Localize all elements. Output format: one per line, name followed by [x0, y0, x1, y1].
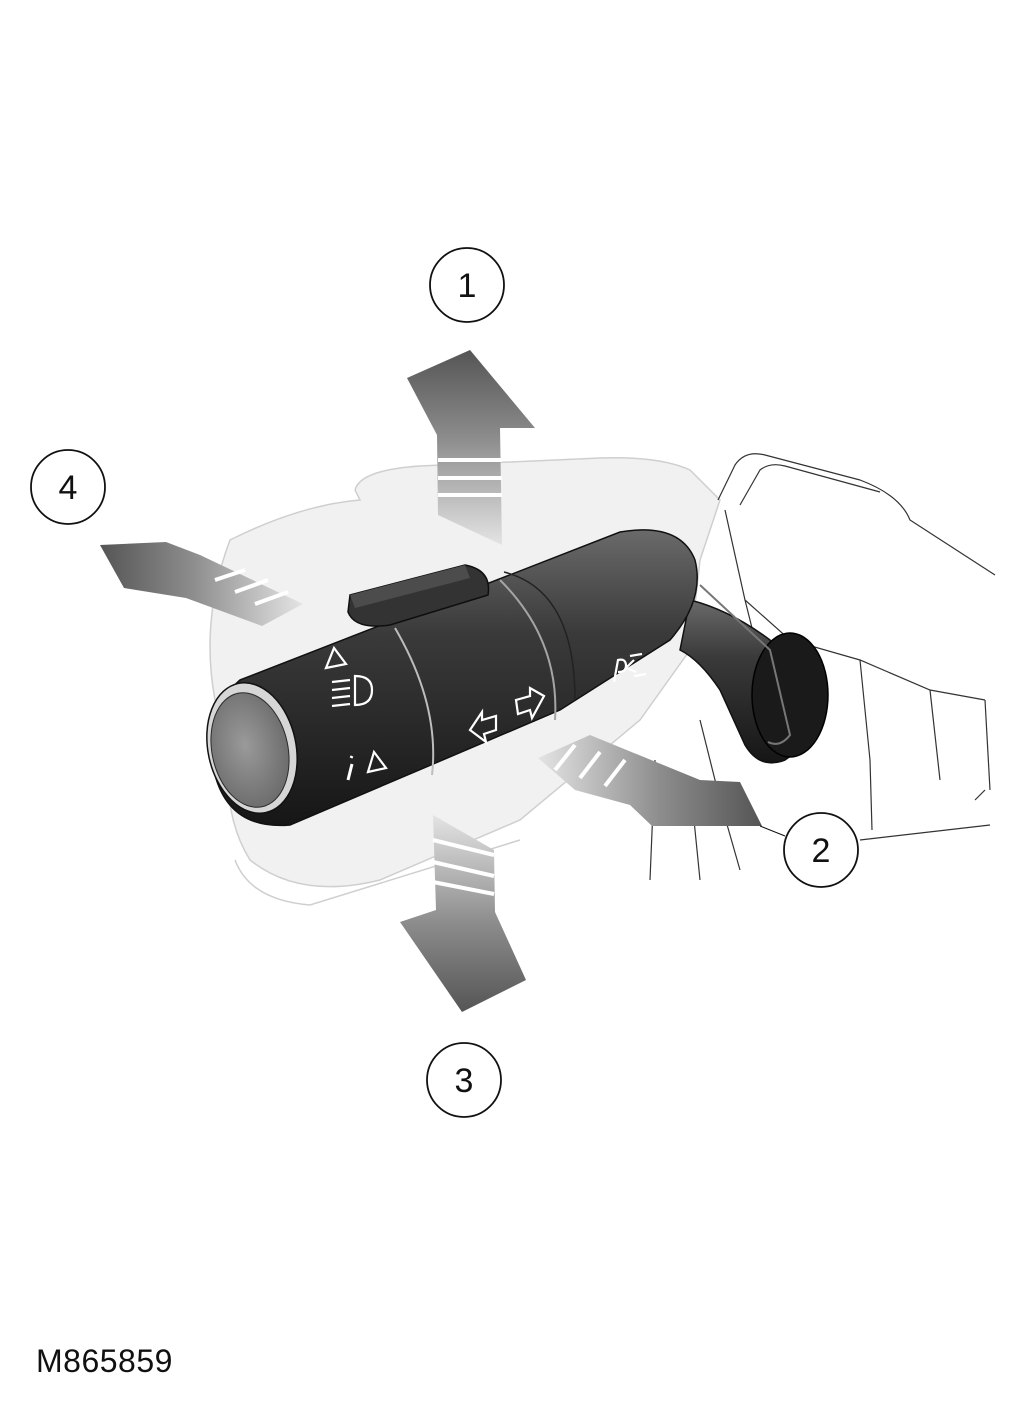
info-triangle-icon	[366, 749, 388, 774]
lever-stalk	[679, 584, 829, 764]
callout-4: 4	[30, 449, 106, 525]
callout-2: 2	[759, 812, 859, 888]
lever-end-cap	[206, 682, 298, 814]
turn-right-arrow-icon	[514, 686, 546, 722]
callout-1: 1	[429, 247, 505, 323]
callout-2-label: 2	[812, 832, 831, 870]
callout-3-label: 3	[455, 1062, 474, 1100]
arrow-left-4	[100, 542, 303, 626]
main-beam-icon	[331, 674, 374, 708]
arrow-up-1	[407, 350, 535, 545]
callout-3: 3	[426, 1042, 502, 1118]
trip-info-icon	[346, 755, 354, 781]
warning-triangle-icon	[324, 645, 348, 670]
lever-body	[210, 529, 698, 827]
figure-id: M865859	[36, 1343, 173, 1379]
arrow-down-3	[400, 815, 526, 1012]
callout-1-label: 1	[458, 267, 477, 305]
callout-4-label: 4	[59, 469, 78, 507]
lever-symbols	[324, 645, 647, 781]
turn-left-arrow-icon	[468, 708, 498, 745]
parking-light-icon	[612, 652, 647, 683]
arrow-right-2	[538, 735, 762, 826]
